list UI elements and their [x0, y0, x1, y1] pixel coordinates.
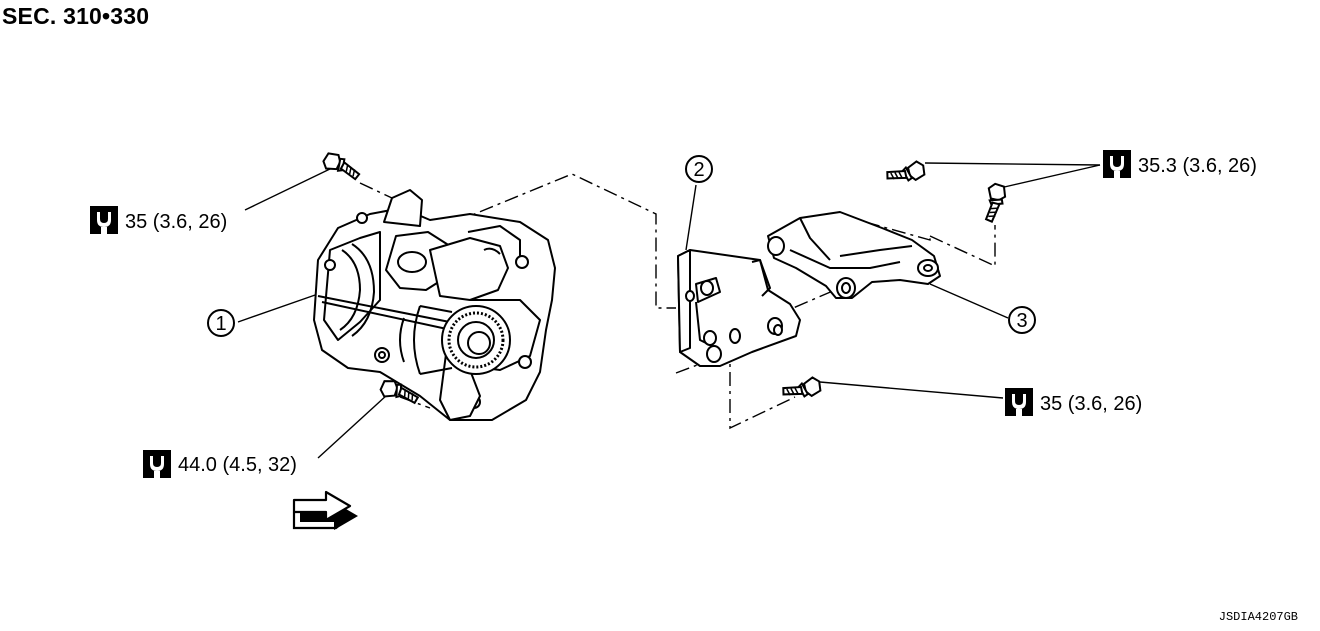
front-direction-arrow-icon [292, 490, 358, 530]
leader-lines [237, 162, 1101, 459]
torque-value: 35 (3.6, 26) [1040, 393, 1142, 415]
torque-value: 35.3 (3.6, 26) [1138, 155, 1257, 177]
mounting-bracket [677, 249, 801, 367]
torque-wrench-icon [1103, 150, 1131, 178]
torque-lower-right: 35 (3.6, 26) [1005, 388, 1142, 416]
figure-code: JSDIA4207GB [1218, 610, 1298, 624]
transfer-assembly [313, 189, 556, 421]
support-arm [767, 211, 941, 299]
torque-value: 35 (3.6, 26) [125, 211, 227, 233]
bolt-icon [320, 149, 364, 181]
torque-wrench-icon [1005, 388, 1033, 416]
torque-wrench-icon [90, 206, 118, 234]
torque-wrench-icon [143, 450, 171, 478]
callout-2: 2 [685, 155, 713, 183]
torque-upper-left: 35 (3.6, 26) [90, 206, 227, 234]
bolt-icon [984, 182, 1008, 224]
torque-upper-right: 35.3 (3.6, 26) [1103, 150, 1257, 178]
torque-value: 44.0 (4.5, 32) [178, 454, 297, 476]
callout-3-label: 3 [1016, 310, 1027, 332]
callout-1-label: 1 [215, 313, 226, 335]
callout-1: 1 [207, 309, 235, 337]
callout-2-label: 2 [693, 159, 704, 181]
section-title: SEC. 310•330 [2, 3, 150, 29]
callout-3: 3 [1008, 306, 1036, 334]
torque-lower-left: 44.0 (4.5, 32) [143, 450, 297, 478]
bolt-icon [884, 158, 928, 190]
